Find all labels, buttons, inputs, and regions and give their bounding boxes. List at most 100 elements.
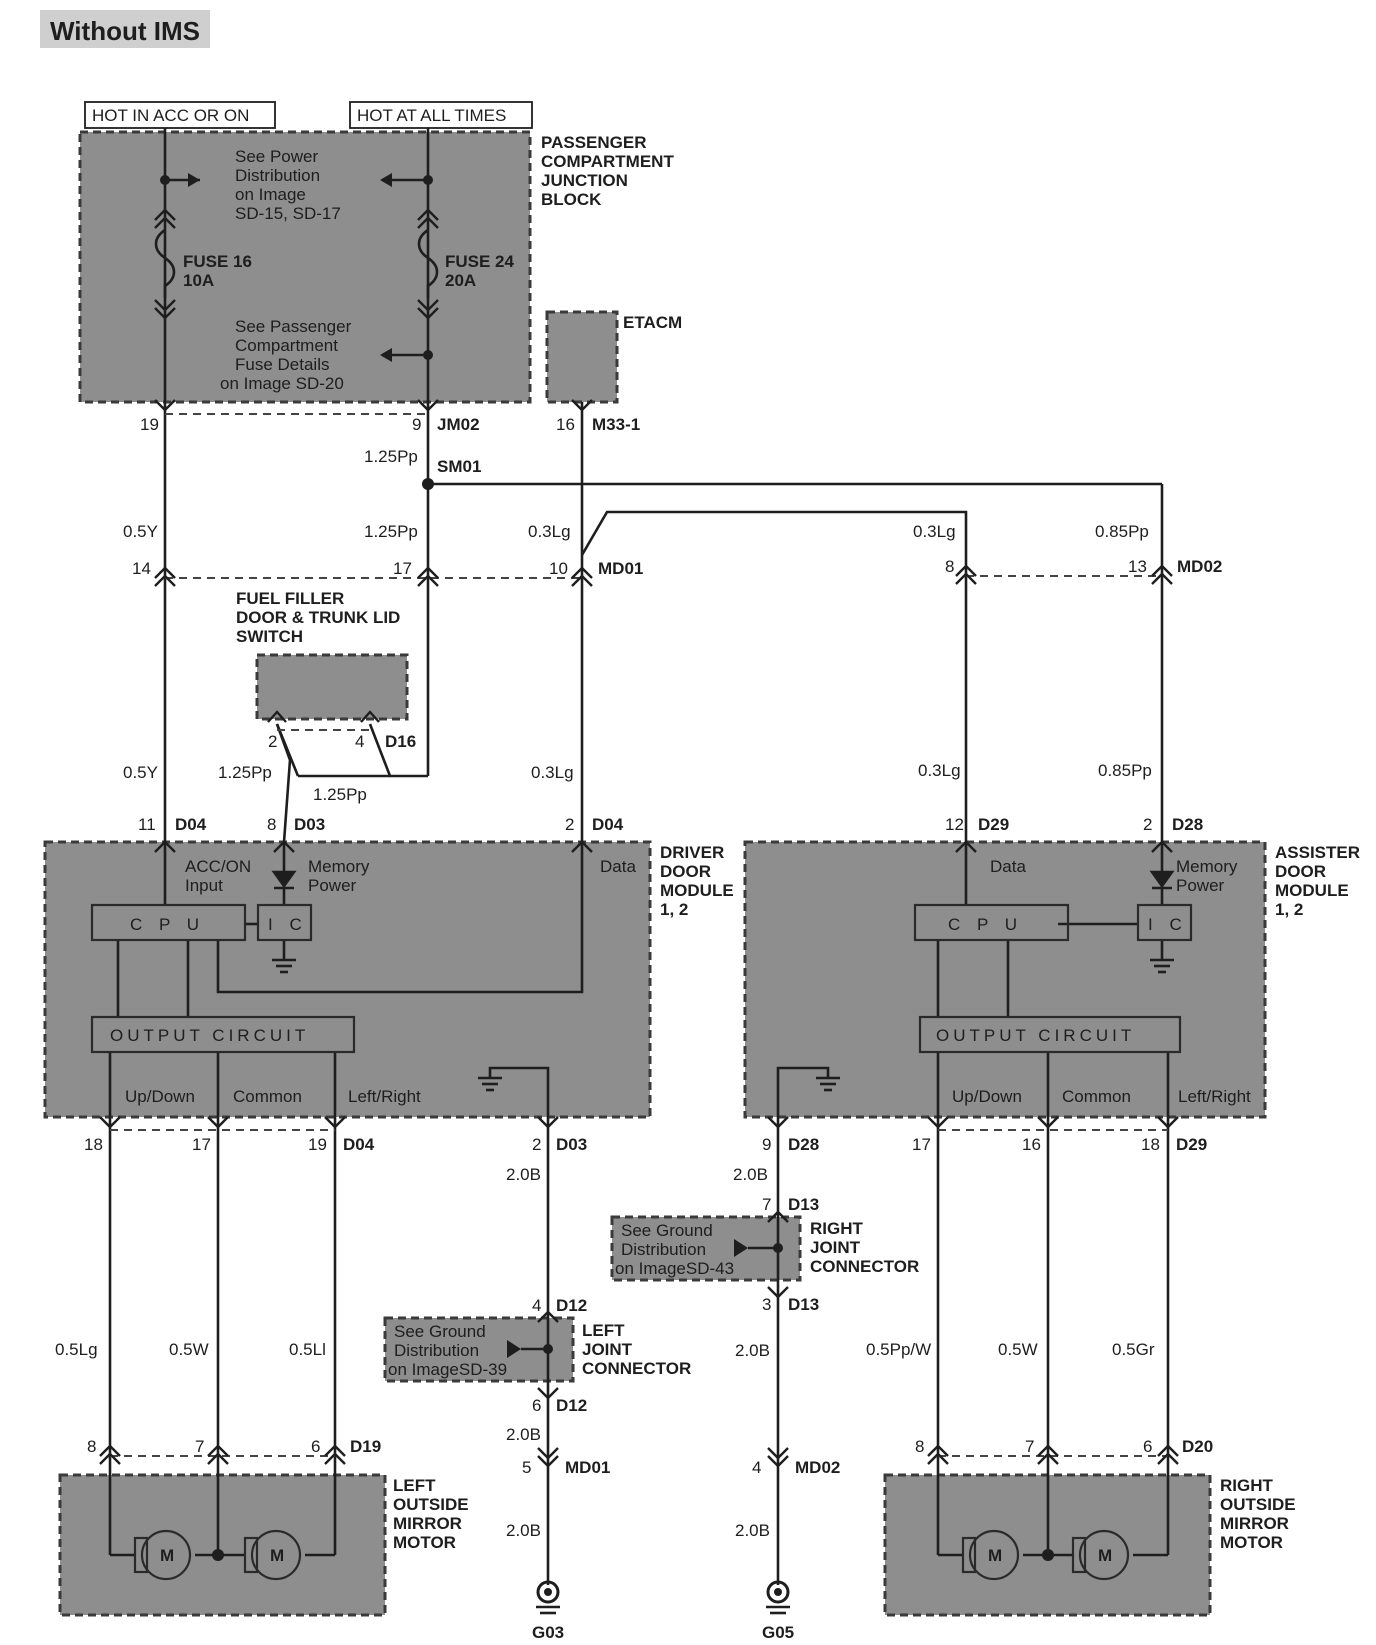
- right-see-3: on ImageSD-43: [615, 1259, 734, 1278]
- wire-05y-top: 0.5Y: [123, 522, 158, 541]
- assister-updown-label: Up/Down: [952, 1087, 1022, 1106]
- etacm-name: ETACM: [623, 313, 682, 332]
- driver-module-name-3: MODULE: [660, 881, 734, 900]
- arrow-icon: [380, 173, 392, 187]
- pin-14: 14: [132, 559, 151, 578]
- driver-memory-label: Memory: [308, 857, 370, 876]
- connector-d28-b: D28: [788, 1135, 819, 1154]
- connector-d20: D20: [1182, 1437, 1213, 1456]
- connector-md02: MD02: [1177, 557, 1222, 576]
- wire-03lg-bottom: 0.3Lg: [531, 763, 574, 782]
- driver-output-box: [90, 1015, 356, 1054]
- fuse24-rating: 20A: [445, 271, 476, 290]
- wire-05y-bottom: 0.5Y: [123, 763, 158, 782]
- right-see-1: See Ground: [621, 1221, 713, 1240]
- right-mirror-motor-2: M: [1071, 1529, 1130, 1581]
- wire-05lg: 0.5Lg: [55, 1340, 98, 1359]
- wire-20b-driver: 2.0B: [506, 1165, 541, 1184]
- wire-20b-left-1: 2.0B: [506, 1425, 541, 1444]
- motor-label: M: [988, 1546, 1002, 1565]
- fuse16-rating: 10A: [183, 271, 214, 290]
- assister-module-name-1: ASSISTER: [1275, 843, 1360, 862]
- left-mirror-name-2: OUTSIDE: [393, 1495, 469, 1514]
- pin-12: 12: [945, 815, 964, 834]
- see-fuse-3: Fuse Details: [235, 355, 329, 374]
- ground-arrow-icon: [734, 1239, 748, 1257]
- right-mirror-name-2: OUTSIDE: [1220, 1495, 1296, 1514]
- pin-8-md02: 8: [945, 557, 954, 576]
- arrow-icon: [380, 348, 392, 362]
- hot-acc-on-tag: [84, 101, 276, 129]
- pin-2-d28: 2: [1143, 815, 1152, 834]
- assister-data-label: Data: [990, 857, 1026, 876]
- driver-cpu-label: C P U: [130, 915, 205, 934]
- pin-2-d16: 2: [268, 732, 277, 751]
- hot-all-times-label: HOT AT ALL TIMES: [357, 106, 506, 125]
- assister-power-label: Power: [1176, 876, 1225, 895]
- right-joint-box: [610, 1215, 802, 1282]
- right-mirror-name-3: MIRROR: [1220, 1514, 1289, 1533]
- diode-icon: [271, 870, 297, 890]
- wire-03lg-assister: 0.3Lg: [918, 761, 961, 780]
- motor-label: M: [1098, 1546, 1112, 1565]
- driver-leftright-label: Left/Right: [348, 1087, 421, 1106]
- see-power-1: See Power: [235, 147, 318, 166]
- pin-4-d12: 4: [532, 1296, 541, 1315]
- pin-7-d13: 7: [762, 1195, 771, 1214]
- wire-03lg-top: 0.3Lg: [528, 522, 571, 541]
- pin-13: 13: [1128, 557, 1147, 576]
- connector-d12-b: D12: [556, 1396, 587, 1415]
- left-see-1: See Ground: [394, 1322, 486, 1341]
- pin-11: 11: [138, 815, 156, 834]
- ground-g05-icon: [766, 1580, 790, 1615]
- fuel-switch-name-3: SWITCH: [236, 627, 303, 646]
- etacm-box: [545, 310, 619, 404]
- splice-dots: [160, 175, 1054, 1561]
- driver-module-name-1: DRIVER: [660, 843, 724, 862]
- arrow-icon: [188, 173, 200, 187]
- left-mirror-box: [58, 1473, 387, 1617]
- ground-arrow-icon: [507, 1340, 521, 1358]
- left-mirror-motor-2: M: [243, 1529, 302, 1581]
- wire-125pp-bottom: 1.25Pp: [313, 785, 367, 804]
- connector-d29-b: D29: [1176, 1135, 1207, 1154]
- connector-md01-b: MD01: [565, 1458, 610, 1477]
- wire-20b-right-1: 2.0B: [735, 1341, 770, 1360]
- ground-icon: [816, 1076, 840, 1092]
- driver-module-name-2: DOOR: [660, 862, 711, 881]
- connector-d16: D16: [385, 732, 416, 751]
- driver-ic-label: I C: [268, 915, 308, 934]
- acc-on-label: ACC/ON: [185, 857, 251, 876]
- pin-16: 16: [556, 415, 575, 434]
- fuel-switch-name-2: DOOR & TRUNK LID: [236, 608, 400, 627]
- pin-4-md02: 4: [752, 1458, 761, 1477]
- pin-3-d13: 3: [762, 1295, 771, 1314]
- diode-icon: [1149, 870, 1175, 890]
- right-joint-name-2: JOINT: [810, 1238, 861, 1257]
- assister-output-box: [918, 1015, 1182, 1054]
- motor-label: M: [270, 1546, 284, 1565]
- pin-9: 9: [412, 415, 421, 434]
- assister-common-label: Common: [1062, 1087, 1131, 1106]
- diagram-title: Without IMS: [50, 16, 200, 46]
- assister-module-name-4: 1, 2: [1275, 900, 1303, 919]
- connector-d03-a: D03: [294, 815, 325, 834]
- pin-8-d20: 8: [915, 1437, 924, 1456]
- pin-4-d16: 4: [355, 732, 364, 751]
- left-mirror-name-1: LEFT: [393, 1476, 436, 1495]
- splice-sm01: SM01: [437, 457, 481, 476]
- left-see-3: on ImageSD-39: [388, 1360, 507, 1379]
- left-mirror-motor-1: M: [133, 1529, 192, 1581]
- wire-05ppw: 0.5Pp/W: [866, 1340, 931, 1359]
- driver-cpu-box: [90, 903, 247, 942]
- pin-19-d04: 19: [308, 1135, 327, 1154]
- connector-d19: D19: [350, 1437, 381, 1456]
- see-power-2: Distribution: [235, 166, 320, 185]
- right-see-2: Distribution: [621, 1240, 706, 1259]
- pin-16-d29: 16: [1022, 1135, 1041, 1154]
- wire-085pp-top: 0.85Pp: [1095, 522, 1149, 541]
- assister-leftright-label: Left/Right: [1178, 1087, 1251, 1106]
- passenger-junction-block: [78, 130, 532, 404]
- pin-17-d04: 17: [192, 1135, 211, 1154]
